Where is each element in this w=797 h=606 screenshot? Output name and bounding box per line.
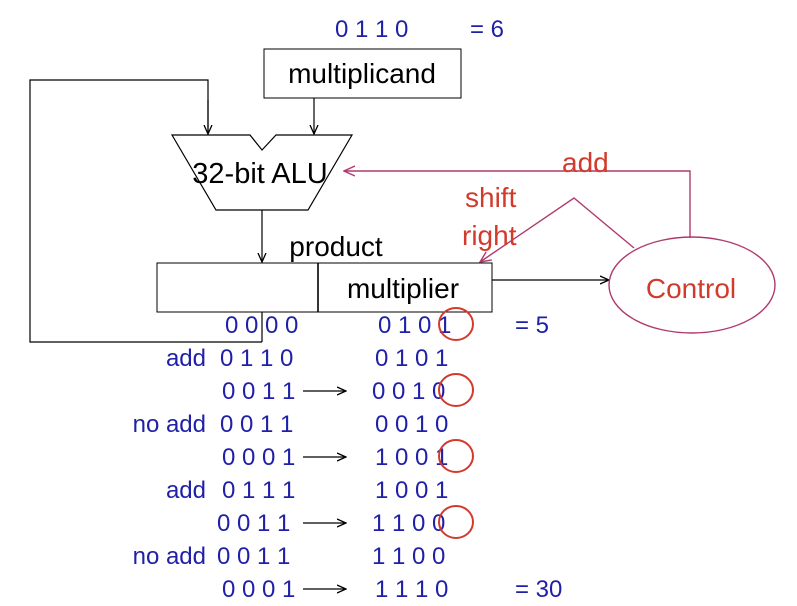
multiplicand-bits-text: 0 1 1 0 <box>335 16 408 43</box>
trace-multiplier-bits: 1 1 0 0 <box>372 510 445 537</box>
trace-product-bits: 0 1 1 1 <box>222 477 295 504</box>
trace-product-bits: 0 0 1 1 <box>217 510 290 537</box>
trace-product-bits: 0 0 1 1 <box>217 543 290 570</box>
alu-block <box>170 134 354 211</box>
multiplicand-register <box>263 48 462 99</box>
control-unit <box>608 236 776 334</box>
trace-product-bits: 0 0 0 0 <box>225 312 298 339</box>
trace-multiplier-bits: 0 0 1 0 <box>372 378 445 405</box>
product-register <box>156 262 493 313</box>
control-add-line <box>344 171 691 238</box>
product-feedback-line <box>29 79 262 343</box>
lsb-circle <box>438 439 474 473</box>
trace-product-bits: 0 1 1 0 <box>220 345 293 372</box>
signal-right-label: right <box>462 220 517 251</box>
lsb-circle <box>438 307 474 341</box>
trace-value-text: = 30 <box>515 576 562 603</box>
trace-product-bits: 0 0 1 1 <box>220 411 293 438</box>
signal-shift-label: shift <box>465 182 517 213</box>
trace-multiplier-bits: 1 0 0 1 <box>375 477 448 504</box>
signal-add-label: add <box>562 147 609 178</box>
trace-multiplier-bits: 1 0 0 1 <box>375 444 448 471</box>
trace-product-bits: 0 0 0 1 <box>222 444 295 471</box>
trace-multiplier-bits: 0 1 0 1 <box>375 345 448 372</box>
multiplicand-value-text: = 6 <box>470 16 504 43</box>
alu-label: 32-bit ALU <box>192 158 327 190</box>
lsb-circle <box>438 505 474 539</box>
trace-op-label: add <box>166 345 206 372</box>
trace-multiplier-bits: 1 1 1 0 <box>375 576 448 603</box>
multiplier-label: multiplier <box>347 273 459 304</box>
trace-op-label: no add <box>133 411 206 438</box>
trace-op-label: no add <box>133 543 206 570</box>
trace-value-text: = 5 <box>515 312 549 339</box>
trace-op-label: add <box>166 477 206 504</box>
control-label: Control <box>646 273 736 304</box>
lsb-circle <box>438 373 474 407</box>
product-label: product <box>289 231 383 262</box>
control-shift-line <box>480 197 635 262</box>
trace-product-bits: 0 0 0 1 <box>222 576 295 603</box>
trace-product-bits: 0 0 1 1 <box>222 378 295 405</box>
multiplicand-label: multiplicand <box>288 58 436 89</box>
trace-multiplier-bits: 0 0 1 0 <box>375 411 448 438</box>
trace-multiplier-bits: 1 1 0 0 <box>372 543 445 570</box>
